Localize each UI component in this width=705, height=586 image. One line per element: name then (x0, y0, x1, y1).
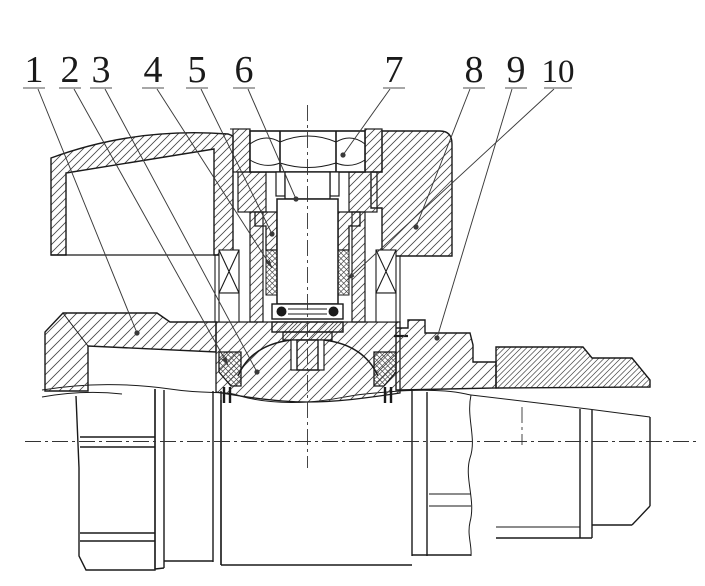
leader-line-6 (247, 88, 297, 200)
callout-number-2: 2 (61, 49, 80, 91)
handle-right-block (370, 130, 453, 257)
bonnet-and-gland (214, 128, 401, 323)
leader-line-10 (346, 88, 555, 281)
stem-shoulder-right (329, 171, 340, 197)
valve-body-left-section (44, 312, 217, 392)
bonnet-hub-right (348, 171, 378, 213)
callout-number-1: 1 (25, 49, 44, 91)
valve-body-right-section (395, 319, 651, 391)
leader-line-2 (73, 88, 229, 366)
mounting-collar-right (375, 249, 397, 323)
bottom-external-view (75, 389, 651, 571)
leader-line-7 (342, 88, 391, 156)
break-line-secondary (41, 391, 123, 398)
callout-number-8: 8 (465, 49, 484, 91)
callout-number-3: 3 (92, 49, 111, 91)
callout-number-5: 5 (188, 49, 207, 91)
bonnet-wall-right (351, 211, 366, 323)
leader-line-1 (37, 88, 138, 334)
callout-number-7: 7 (385, 49, 404, 91)
outlet-tailpiece-section (495, 346, 651, 389)
o-ring-left (276, 306, 287, 317)
outlet-thread-external (496, 409, 651, 539)
callout-number-10: 10 (542, 54, 575, 90)
leader-line-8 (415, 88, 471, 228)
stem-packing-right (337, 249, 350, 296)
stem-shoulder-left (275, 171, 286, 197)
leader-arrow-4 (265, 259, 272, 268)
body-cylinder-external (220, 391, 471, 566)
bonnet-wall-left (249, 211, 264, 323)
leader-line-4 (156, 88, 273, 269)
mounting-collar-left (218, 249, 240, 323)
handle-lever (50, 132, 234, 256)
leader-line-5 (200, 88, 273, 235)
o-ring-right (328, 306, 339, 317)
seat-retainer-marks (222, 387, 393, 403)
callout-labels: 1 2 3 4 5 6 7 8 9 10 (23, 49, 575, 91)
nut-platform-right (364, 128, 383, 173)
callout-number-4: 4 (144, 49, 163, 91)
handle (50, 130, 453, 257)
outlet-taper-line (470, 394, 651, 418)
leader-arrow-2 (222, 356, 228, 365)
stem-packing-left (265, 249, 278, 296)
bonnet-hub-left (237, 171, 267, 213)
leader-arrow-10 (347, 272, 355, 280)
break-line-vertical (467, 394, 473, 557)
leader-line-3 (104, 88, 258, 373)
callout-number-6: 6 (235, 49, 254, 91)
callout-number-9: 9 (507, 49, 526, 91)
leader-lines (37, 88, 555, 375)
valve-body-centre-section (215, 321, 408, 403)
leader-line-9 (436, 88, 513, 339)
centerlines (25, 105, 700, 468)
nut-platform-left (232, 128, 251, 173)
